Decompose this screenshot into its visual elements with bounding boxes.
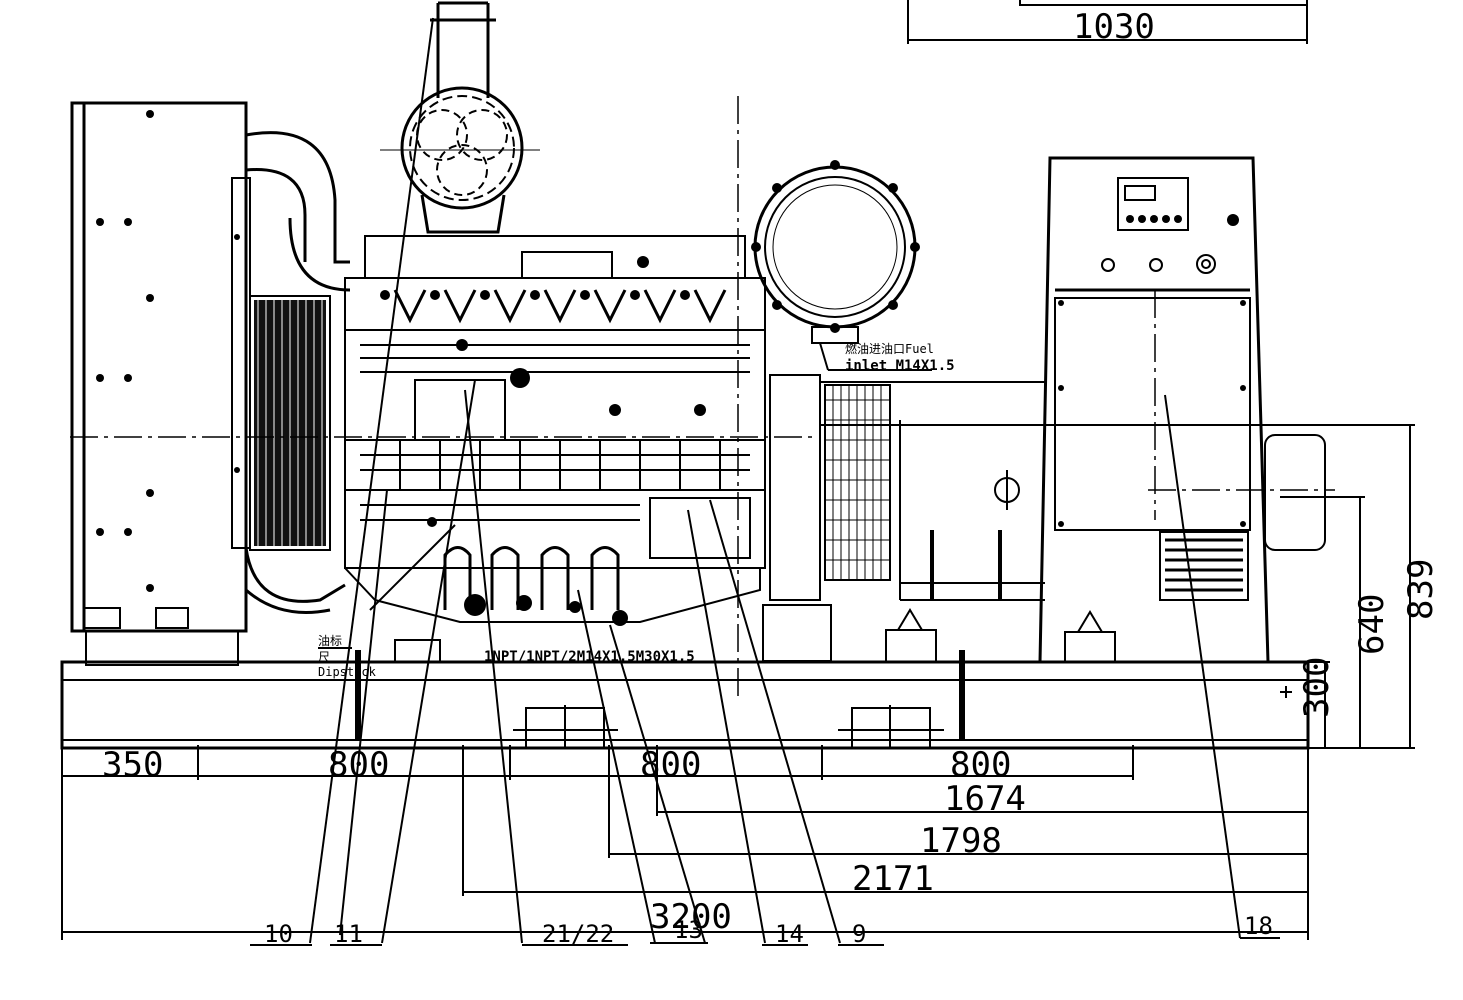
alternator-fan-screen bbox=[769, 374, 1415, 601]
dim-1798: 1798 bbox=[920, 821, 1002, 861]
top-dimension bbox=[907, 0, 1308, 44]
dim-350: 350 bbox=[102, 745, 163, 785]
turbocharger bbox=[380, 1, 540, 234]
air-filter bbox=[753, 165, 917, 344]
dim-800-b: 800 bbox=[640, 745, 701, 785]
callout-10: 10 bbox=[264, 920, 293, 948]
controller-buttons bbox=[1058, 214, 1246, 527]
callout-18: 18 bbox=[1244, 912, 1273, 940]
callout-14: 14 bbox=[775, 920, 804, 948]
callout-11: 11 bbox=[334, 920, 363, 948]
coupling-mounts bbox=[762, 470, 1116, 663]
fuel-inlet-label-2: inlet M14X1.5 bbox=[845, 358, 955, 374]
control-cabinet bbox=[1038, 156, 1326, 663]
dim-3200: 3200 bbox=[650, 897, 732, 937]
callout-underlines bbox=[250, 369, 1280, 946]
dim-800-c: 800 bbox=[950, 745, 1011, 785]
dim-300: 300 bbox=[1297, 657, 1337, 718]
radiator-hoses bbox=[244, 131, 351, 614]
dim-1030: 1030 bbox=[1073, 7, 1155, 47]
radiator-bolts bbox=[96, 110, 240, 592]
dipstick-label-en: Dipstick bbox=[318, 665, 377, 679]
leader-lines bbox=[309, 17, 1241, 944]
callout-13: 13 bbox=[674, 916, 703, 944]
dim-1674: 1674 bbox=[944, 779, 1026, 819]
fuel-inlet-label-1: 燃油进油口Fuel bbox=[845, 341, 934, 356]
callout-21-22: 21/22 bbox=[542, 920, 614, 948]
cabinet-louvers bbox=[1165, 538, 1243, 592]
dim-640: 640 bbox=[1352, 594, 1392, 655]
port-sizes-label: 1NPT/1NPT/2M14X1.5M30X1.5 bbox=[484, 649, 695, 665]
cylinder-heads bbox=[393, 289, 727, 324]
dipstick-label-cn-2: 尺 bbox=[318, 650, 330, 664]
engine-fittings bbox=[380, 256, 706, 626]
cabinet-switches bbox=[1101, 254, 1216, 274]
centerlines bbox=[70, 96, 1335, 700]
horizontal-dimension-lines bbox=[61, 745, 1309, 940]
oil-pan-tubes bbox=[443, 546, 620, 610]
dim-2171: 2171 bbox=[852, 859, 934, 899]
engine-mount-left bbox=[394, 639, 441, 663]
air-filter-clamps bbox=[751, 160, 920, 333]
base-frame bbox=[60, 650, 1310, 750]
callout-9: 9 bbox=[852, 920, 866, 948]
alternator-grille bbox=[825, 385, 890, 580]
engine-details-hatch bbox=[360, 344, 750, 521]
vertical-dimension-lines bbox=[1270, 425, 1415, 749]
dipstick-label-cn-1: 油标 bbox=[318, 634, 342, 648]
radiator bbox=[70, 101, 331, 666]
dim-839: 839 bbox=[1401, 559, 1441, 620]
radiator-core bbox=[254, 300, 326, 546]
engine-block bbox=[344, 235, 766, 623]
